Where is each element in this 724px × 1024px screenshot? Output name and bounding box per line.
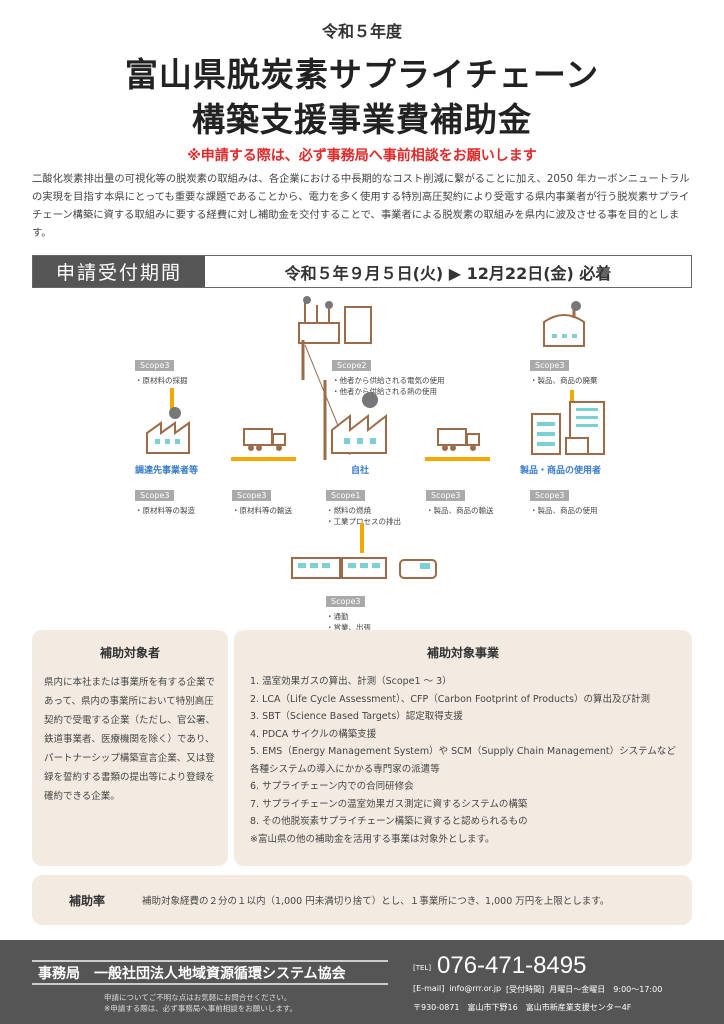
footer-note1: 申請についてご不明な点はお気軽にお問合せください。 xyxy=(104,993,292,1002)
project-item: 5. EMS（Energy Management System）や SCM（Su… xyxy=(250,746,676,775)
disposal-facility-icon xyxy=(543,301,585,347)
project-item: 1. 温室効果ガスの算出、計測（Scope1 ～ 3） xyxy=(250,676,452,687)
project-item: 2. LCA（Life Cycle Assessment）、CFP（Carbon… xyxy=(250,693,650,705)
page-title-line2: 構築支援事業費補助金 xyxy=(192,100,532,139)
supply-chain-diagram: Scope3・原材料の採掘 Scope2・他者から供給される電気の使用・他者から… xyxy=(0,290,724,632)
scope2-energy: Scope2・他者から供給される電気の使用・他者から供給される熱の使用 xyxy=(332,360,445,396)
user-label: 製品・商品の使用者 xyxy=(520,466,602,476)
tel-label: [TEL] xyxy=(413,964,432,972)
project-item: 8. その他脱炭素サプライチェーン構築に資すると認められるもの xyxy=(250,816,528,827)
scope1-direct: Scope1・燃料の燃焼・工業プロセスの排出 xyxy=(326,490,401,526)
arrow-right xyxy=(425,457,490,461)
eligible-text: 県内に本社または事業所を有する企業であって、県内の事業所において特別高圧契約で受… xyxy=(44,677,216,802)
email-link[interactable]: info@rrr.or.jp xyxy=(449,984,502,993)
arrow-right xyxy=(231,457,296,461)
scope3-manufacturing: Scope3・原材料等の製造 xyxy=(135,490,195,515)
fiscal-year: 令和５年度 xyxy=(321,22,402,41)
truck-icon xyxy=(437,428,480,451)
project-note: ※富山県の他の補助金を活用する事業は対象外とします。 xyxy=(250,833,495,845)
page-title-line1: 富山県脱炭素サプライチェーン xyxy=(124,55,600,94)
footer: 事務局 一般社団法人地域資源循環システム協会 申請についてご不明な点はお気軽にお… xyxy=(0,940,724,1024)
application-period: 申請受付期間 令和５年９月５日(火) ▶ 12月22日(金) 必着 xyxy=(32,255,692,288)
own-factory-icon xyxy=(331,392,387,454)
self-label: 自社 xyxy=(351,466,370,476)
eligible-title: 補助対象者 xyxy=(99,646,160,660)
period-label: 申請受付期間 xyxy=(33,256,205,287)
train-car-icon xyxy=(291,557,437,579)
project-item: 4. PDCA サイクルの構築支援 xyxy=(250,728,377,740)
supplier-label: 調達先事業者等 xyxy=(135,466,199,476)
scope3-extraction: Scope3・原材料の採掘 xyxy=(135,360,188,385)
eligible-applicants-box: 補助対象者 県内に本社または事業所を有する企業であって、県内の事業所において特別… xyxy=(32,630,228,866)
arrow-down xyxy=(170,388,174,413)
project-item: 7. サプライチェーンの温室効果ガス測定に資するシステムの構築 xyxy=(250,798,528,810)
supplier-factory-icon xyxy=(146,407,190,454)
tel-number[interactable]: 076-471-8495 xyxy=(437,952,587,979)
scope3-inbound: Scope3・原材料等の輸送 xyxy=(232,490,292,515)
user-buildings-icon xyxy=(531,401,605,455)
scope3-disposal: Scope3・製品、商品の廃棄 xyxy=(530,360,598,385)
footer-note2: ※申請する際は、必ず事務局へ事前相談をお願いします。 xyxy=(104,1004,298,1013)
rate-text: 補助対象経費の２分の１以内（1,000 円未満切り捨て）とし、１事業所につき、1… xyxy=(142,896,610,907)
consultation-note: ※申請する際は、必ず事務局へ事前相談をお願いします xyxy=(187,148,537,164)
intro-paragraph: 二酸化炭素排出量の可視化等の脱炭素の取組みは、各企業における中長期的なコスト削減… xyxy=(32,173,690,239)
subsidy-rate-box: 補助率 補助対象経費の２分の１以内（1,000 円未満切り捨て）とし、１事業所に… xyxy=(32,875,692,925)
rate-label: 補助率 xyxy=(68,893,105,908)
contact-line: [E-mail]info@rrr.or.jp[受付時間]月曜日～金曜日 9:00… xyxy=(413,984,663,994)
arrow-vertical-both xyxy=(360,523,364,553)
project-item: 3. SBT（Science Based Targets）認定取得支援 xyxy=(250,711,463,722)
eligible-projects-box: 補助対象事業 1. 温室効果ガスの算出、計測（Scope1 ～ 3） 2. LC… xyxy=(234,630,692,866)
scope3-outbound: Scope3・製品、商品の輸送 xyxy=(426,490,494,515)
period-value: 令和５年９月５日(火) ▶ 12月22日(金) 必着 xyxy=(284,263,612,283)
truck-icon xyxy=(243,428,286,451)
projects-title: 補助対象事業 xyxy=(426,646,499,660)
project-item: 6. サプライチェーン内での合同研修会 xyxy=(250,781,414,792)
power-plant-icon xyxy=(298,296,372,344)
address: 〒930-0871 富山市下野16 富山市新産業支援センター4F xyxy=(413,1003,632,1012)
office-name: 事務局 一般社団法人地域資源循環システム協会 xyxy=(38,966,346,982)
scope3-use: Scope3・製品、商品の使用 xyxy=(530,490,598,515)
scope3-commute: Scope3・通勤・営業、出張 xyxy=(326,596,371,632)
